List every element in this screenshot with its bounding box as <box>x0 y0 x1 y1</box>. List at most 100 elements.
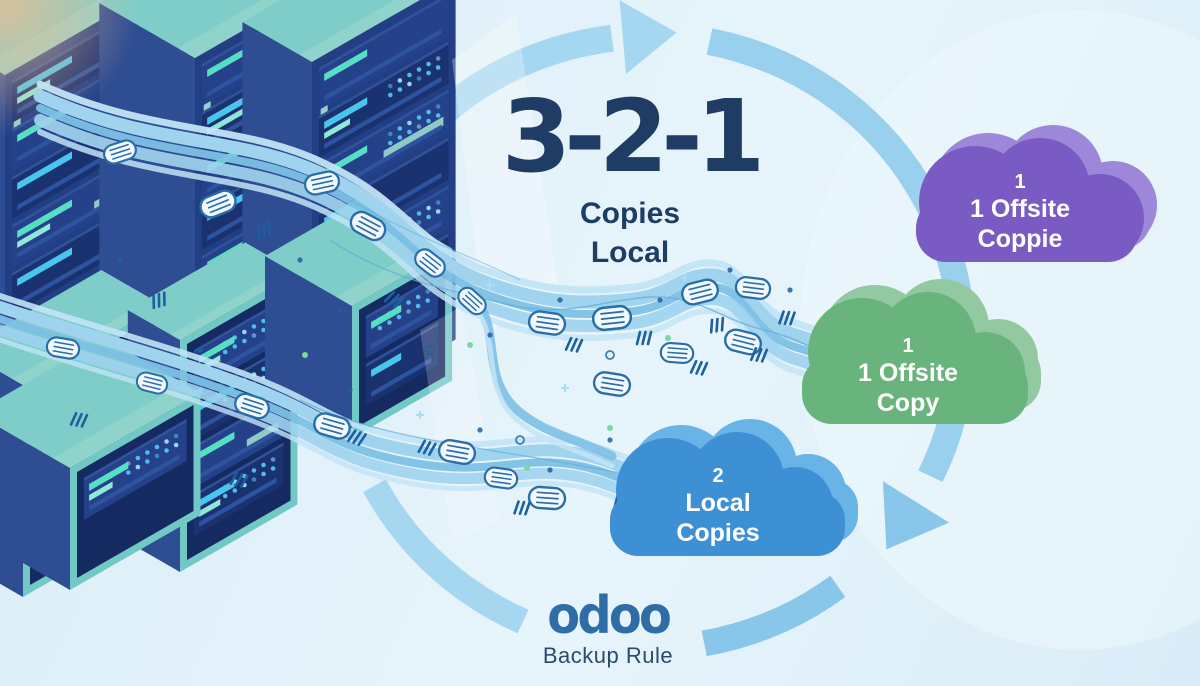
data-dot <box>557 297 563 303</box>
sparkle-icon <box>681 274 689 282</box>
rule-subtitle-local: Local <box>590 235 670 269</box>
data-dot <box>347 387 353 393</box>
data-packet-icon <box>303 170 341 196</box>
data-ribbon <box>33 89 841 357</box>
data-dash-icon <box>749 347 769 363</box>
data-ribbon <box>463 285 617 461</box>
data-packet-icon <box>457 286 487 316</box>
data-ribbon <box>36 80 838 342</box>
data-dash-icon <box>513 500 531 516</box>
cycle-arrowhead-icon <box>882 481 950 550</box>
cloud-icons <box>610 125 1157 556</box>
cloud-icon-local-blue <box>610 419 858 556</box>
data-ring <box>605 350 615 360</box>
data-ring <box>515 435 525 445</box>
data-packet-icon <box>591 304 633 332</box>
data-dot <box>787 287 793 293</box>
cloud-line: Copies <box>676 518 760 547</box>
data-packet-icon <box>313 412 351 440</box>
data-dash-icon <box>564 336 584 353</box>
data-dot-green <box>524 465 530 471</box>
offsite-green-cloud-label: 1 1 Offsite Copy <box>808 334 1008 418</box>
data-dot <box>197 347 203 353</box>
data-packet-icon <box>234 392 270 420</box>
data-dot-green <box>302 352 308 358</box>
cloud-line: 1 Offsite <box>969 195 1071 223</box>
data-packet-icon <box>724 328 762 356</box>
cycle-arc <box>363 479 529 634</box>
offsite-purple-cloud-label: 1 1 Offsite Coppie <box>920 170 1120 254</box>
data-packet-icon <box>103 139 137 165</box>
cloud-line: 1 Offsite <box>857 359 959 387</box>
data-dot <box>117 257 123 263</box>
data-dash-icon <box>152 291 166 310</box>
data-dash-icon <box>417 439 437 456</box>
data-dot <box>547 467 553 473</box>
data-dot <box>727 267 733 273</box>
data-packet-icon <box>199 189 237 219</box>
data-dot <box>337 307 343 313</box>
data-dash-icon <box>229 471 249 488</box>
data-dot <box>487 332 493 338</box>
data-dot-green <box>665 335 671 341</box>
data-thread <box>329 239 823 353</box>
data-packet-icon <box>734 276 772 300</box>
data-ribbon <box>36 104 838 366</box>
cloud-line: Coppie <box>977 224 1063 253</box>
odoo-logo: odoo <box>547 586 672 646</box>
data-dash-icon <box>778 310 796 326</box>
cloud-line: Copy <box>876 388 940 417</box>
data-packet-icon <box>483 466 519 490</box>
data-thread <box>299 399 651 479</box>
sparkle-icon <box>561 384 569 392</box>
brand-block: odoo Backup Rule <box>478 590 738 669</box>
cycle-arc <box>701 575 846 657</box>
cycle-arrowhead-icon <box>619 0 677 74</box>
rule-number: 3-2-1 <box>501 78 766 195</box>
cloud-icon-offsite-green <box>802 279 1041 424</box>
data-ribbon <box>465 297 615 469</box>
local-blue-cloud-label: 2 Local Copies <box>618 464 818 548</box>
data-dot <box>657 297 663 303</box>
data-packet-icon <box>592 371 632 397</box>
cloud-icon-offsite-purple <box>916 125 1157 262</box>
data-dash-icon <box>635 330 653 346</box>
data-packet-icon <box>527 310 567 336</box>
data-packet-icon <box>681 278 719 306</box>
cloud-count: 2 <box>712 465 724 487</box>
cloud-count: 1 <box>1014 171 1026 193</box>
data-packet-icon <box>45 336 81 360</box>
data-packet-icon <box>414 248 446 278</box>
rule-title-block: 3-2-1 Copies Local <box>455 86 805 271</box>
data-particles <box>45 139 796 518</box>
data-dot <box>607 437 613 443</box>
data-dash-icon <box>256 221 272 240</box>
light-streak <box>452 14 560 332</box>
cloud-line: Local <box>685 489 751 517</box>
data-dash-icon <box>69 411 89 428</box>
cycle-arc <box>432 24 614 125</box>
data-dash-icon <box>709 316 725 334</box>
data-dot-green <box>607 425 613 431</box>
data-dot <box>477 427 483 433</box>
data-dot-green <box>467 342 473 348</box>
data-packet-icon <box>437 438 477 466</box>
server-rack <box>0 338 201 590</box>
data-packet-icon <box>135 371 169 395</box>
data-dash-icon <box>347 429 367 446</box>
data-packet-icon <box>659 341 695 365</box>
sparkle-icon <box>486 281 494 289</box>
data-dot <box>297 257 303 263</box>
data-packet-icon <box>349 210 387 242</box>
sparkle-icon <box>416 411 424 419</box>
data-ribbon <box>0 315 710 504</box>
data-ring <box>425 345 435 355</box>
data-thread <box>349 199 521 281</box>
data-packet-icon <box>527 485 567 511</box>
cloud-count: 1 <box>902 335 914 357</box>
rule-subtitle-copies: Copies <box>579 197 681 230</box>
brand-tagline: Backup Rule <box>542 643 674 668</box>
data-dash-icon <box>689 359 709 376</box>
data-dash-icon <box>383 291 405 308</box>
